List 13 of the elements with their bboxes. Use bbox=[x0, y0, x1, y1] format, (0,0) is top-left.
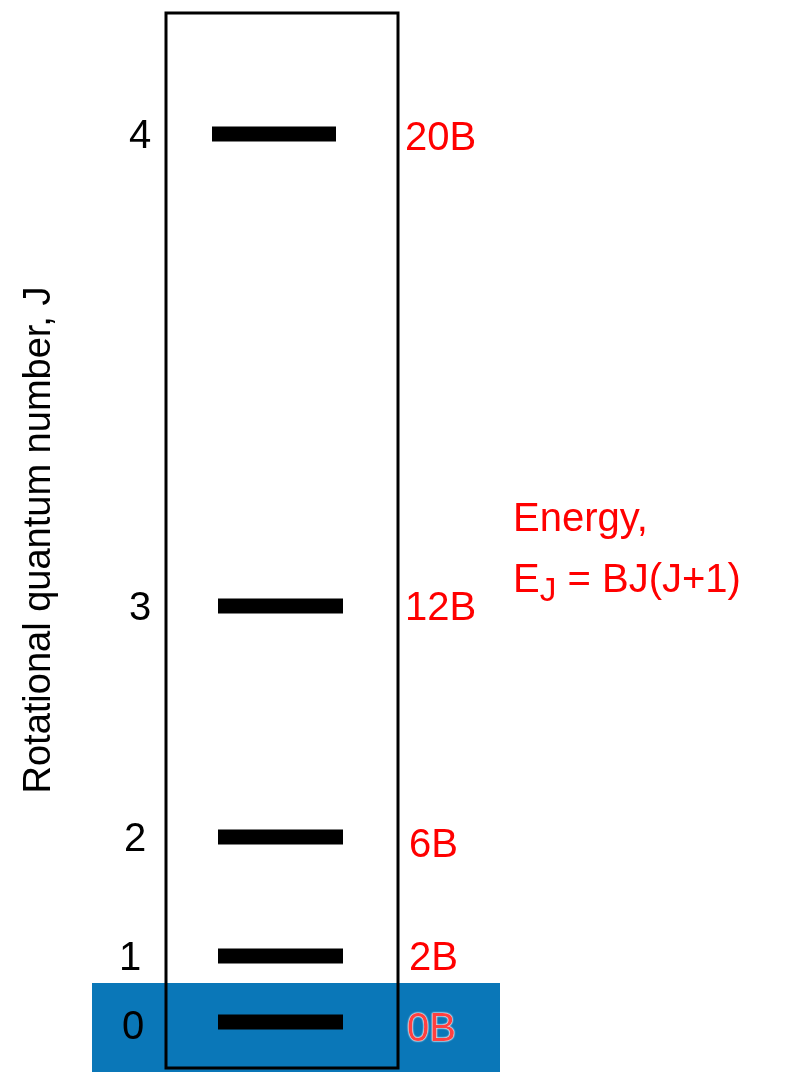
energy-value: 20B bbox=[405, 116, 477, 156]
energy-value: 0B bbox=[407, 1007, 456, 1047]
level-number: 1 bbox=[118, 936, 142, 976]
energy-value: 6B bbox=[409, 823, 458, 863]
level-number: 2 bbox=[123, 817, 147, 857]
energy-value: 12B bbox=[405, 586, 477, 626]
energy-value: 2B bbox=[409, 936, 458, 976]
axis-title: Rotational quantum number, J bbox=[18, 286, 56, 794]
level-number: 0 bbox=[121, 1005, 145, 1045]
energy-formula: E$_{J}$ = BJ(J+1) bbox=[513, 557, 741, 607]
level-number: 3 bbox=[128, 586, 152, 626]
level-number: 4 bbox=[128, 114, 152, 154]
energy-label: Energy, bbox=[513, 497, 648, 537]
